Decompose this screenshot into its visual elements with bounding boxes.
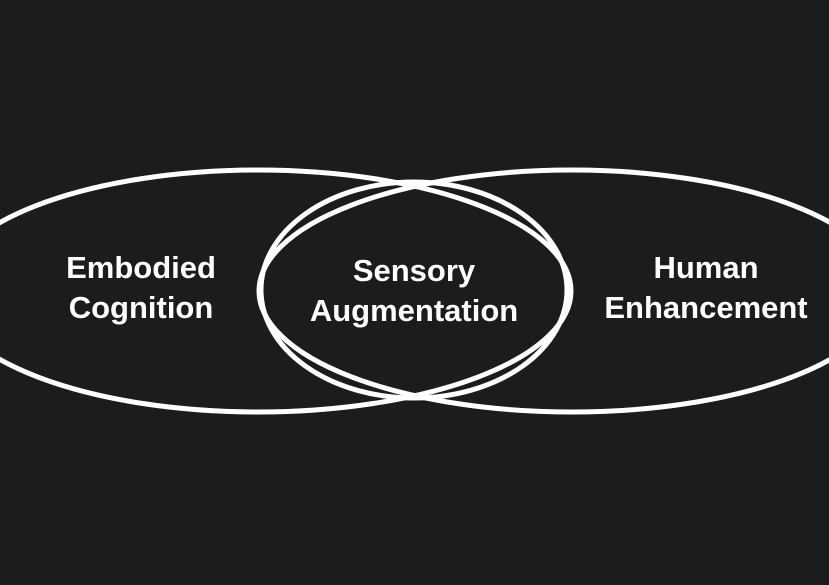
label-line: Augmentation [309,293,519,328]
label-line: Human [653,250,759,285]
label-line: Embodied [66,250,216,285]
label-line: Enhancement [604,290,808,325]
center-ellipse [258,179,570,401]
embodied-cognition-label: Embodied Cognition [66,248,216,328]
sensory-augmentation-label: Sensory Augmentation [310,251,518,331]
human-enhancement-label: Human Enhancement [604,248,807,328]
label-line: Sensory [352,253,476,288]
label-line: Cognition [68,290,214,325]
left-ellipse [0,167,574,415]
